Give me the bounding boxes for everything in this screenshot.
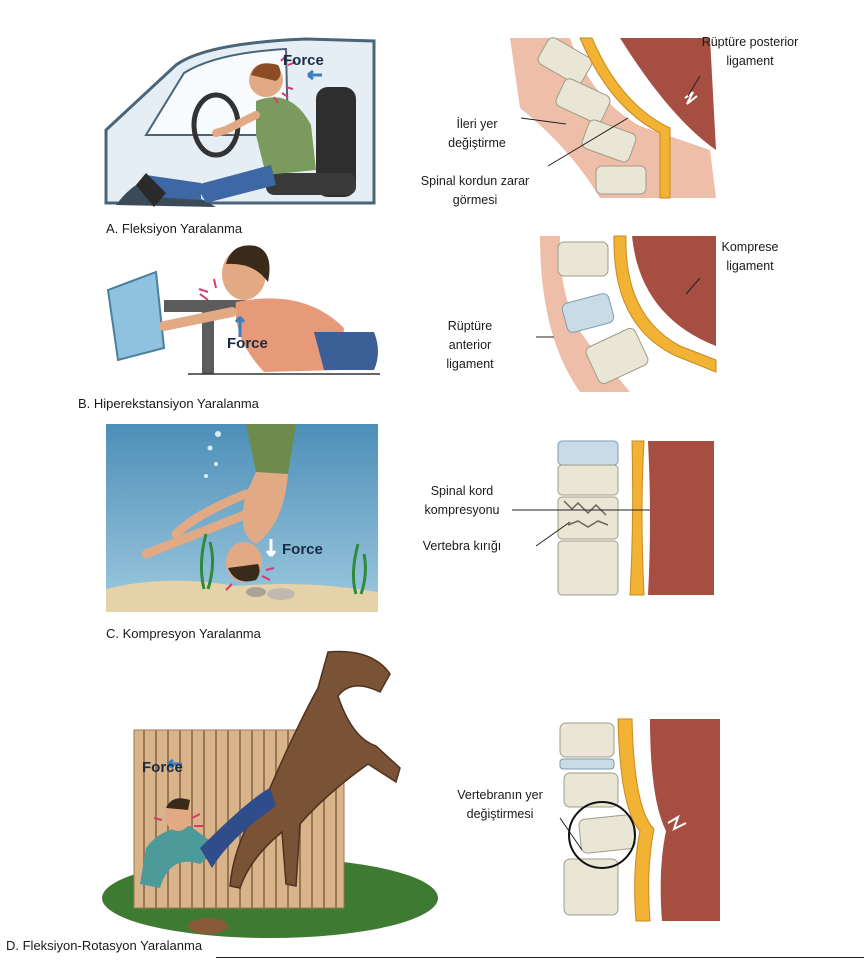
label-vertebra-displacement: Vertebranın yer değiştirmesi [440,786,560,824]
bottom-rule [216,957,864,958]
caption-flexion-rotation: D. Fleksiyon-Rotasyon Yaralanma [6,938,202,953]
